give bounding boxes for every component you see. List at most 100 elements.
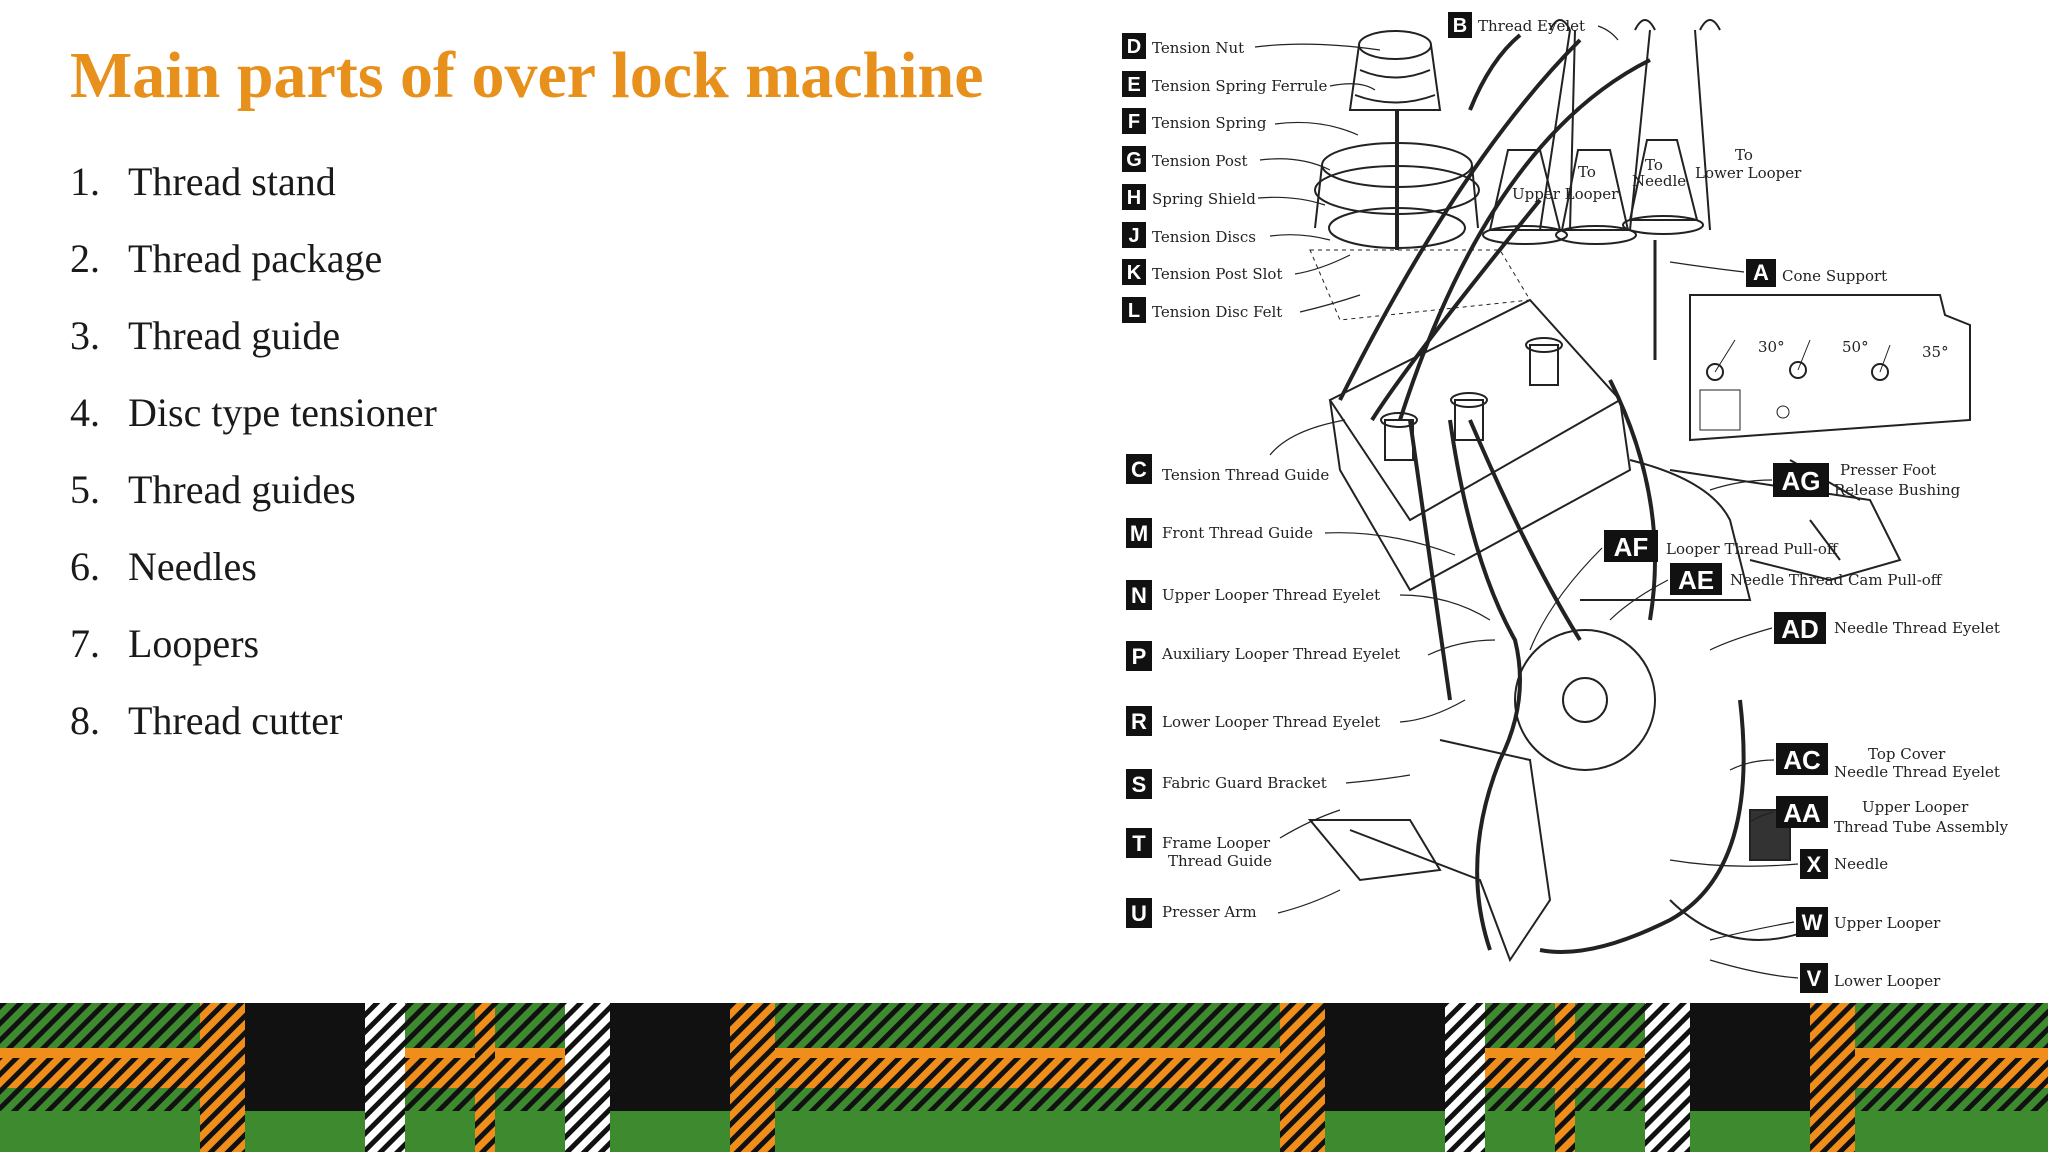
item-number: 5.: [70, 467, 100, 512]
tag-f: [1122, 108, 1146, 134]
tag-k-letter: K: [1127, 262, 1142, 284]
cone-needle: Needle: [1632, 172, 1686, 190]
tag-u: [1126, 898, 1152, 928]
machine-drawing: [1307, 19, 1971, 963]
tag-k: [1122, 259, 1146, 285]
tag-m: [1126, 518, 1152, 548]
item-number: 6.: [70, 544, 100, 589]
tag-ac-letter: AC: [1783, 745, 1821, 775]
label-tension-thread-guide: Tension Thread Guide: [1162, 466, 1329, 484]
tag-aa: [1776, 796, 1828, 828]
tag-w: [1796, 907, 1828, 937]
tag-b-letter: B: [1453, 15, 1467, 37]
item-text: Thread guide: [128, 313, 341, 358]
tag-t: [1126, 828, 1152, 858]
label-upper-looper-thread-eyelet: Upper Looper Thread Eyelet: [1162, 586, 1380, 604]
plaid-footer-band: [0, 1003, 2048, 1152]
label-lower-looper: Lower Looper: [1834, 972, 1941, 990]
tag-j-letter: J: [1128, 225, 1139, 247]
tag-x: [1800, 849, 1828, 879]
label-release-bushing: Release Bushing: [1834, 481, 1961, 499]
item-number: 1.: [70, 159, 100, 204]
item-text: Loopers: [128, 621, 260, 666]
list-item: 7.Loopers: [70, 624, 437, 701]
tag-r-letter: R: [1131, 709, 1147, 734]
tag-g-letter: G: [1126, 149, 1142, 171]
tag-l-letter: L: [1128, 300, 1140, 322]
cone-lower-looper: Lower Looper: [1695, 164, 1802, 182]
label-tension-nut: Tension Nut: [1152, 39, 1244, 57]
tag-v-letter: V: [1807, 966, 1822, 991]
tension-assembly-drawing: [1309, 30, 1531, 321]
tag-n: [1126, 580, 1152, 610]
tag-ac: [1776, 743, 1828, 775]
plaid-pattern: [0, 1003, 2048, 1152]
angle-35: 35°: [1922, 343, 1949, 361]
tag-ae: [1670, 563, 1722, 595]
tag-ad-letter: AD: [1781, 614, 1819, 644]
item-text: Disc type tensioner: [128, 390, 437, 435]
tag-af-letter: AF: [1614, 532, 1649, 562]
label-auxiliary-looper-thread-eyelet: Auxiliary Looper Thread Eyelet: [1161, 645, 1400, 663]
label-tension-spring: Tension Spring: [1152, 114, 1267, 132]
label-needle-thread-cam-pull-off: Needle Thread Cam Pull-off: [1730, 571, 1943, 589]
item-text: Thread cutter: [128, 698, 343, 743]
callouts: D Tension Nut E Tension Spring Ferrule F…: [1122, 12, 2009, 993]
label-thread-tube-assembly: Thread Tube Assembly: [1834, 818, 2009, 836]
label-front-thread-guide: Front Thread Guide: [1162, 524, 1313, 542]
item-number: 2.: [70, 236, 100, 281]
tag-w-letter: W: [1802, 910, 1823, 935]
angle-labels: 30° 50° 35°: [1758, 338, 1949, 361]
tag-t-letter: T: [1132, 831, 1146, 856]
label-needle-thread-eyelet-2: Needle Thread Eyelet: [1834, 763, 2000, 781]
tag-a-letter: A: [1753, 260, 1769, 285]
label-tension-spring-ferrule: Tension Spring Ferrule: [1152, 77, 1327, 95]
list-item: 4.Disc type tensioner: [70, 393, 437, 470]
label-looper-thread-pull-off: Looper Thread Pull-off: [1666, 540, 1839, 558]
list-item: 2.Thread package: [70, 239, 437, 316]
tag-u-letter: U: [1131, 901, 1147, 926]
tag-x-letter: X: [1807, 852, 1822, 877]
tag-h-letter: H: [1127, 187, 1141, 209]
list-item: 5. Thread guides: [70, 470, 437, 547]
tag-v: [1800, 963, 1828, 993]
cone-prefix: To: [1645, 156, 1663, 174]
angle-50: 50°: [1842, 338, 1869, 356]
item-text: Thread stand: [128, 159, 336, 204]
item-text: Needles: [128, 544, 257, 589]
slide-title: Main parts of over lock machine: [70, 39, 984, 112]
label-thread-guide: Thread Guide: [1168, 852, 1272, 870]
leader-lines: [1254, 25, 1799, 979]
tag-e-letter: E: [1127, 74, 1140, 96]
cone-support-panel: [1689, 294, 1971, 442]
tag-af: [1604, 530, 1658, 562]
label-needle-thread-eyelet: Needle Thread Eyelet: [1834, 619, 2000, 637]
list-item: 6. Needles: [70, 547, 437, 624]
item-number: 3.: [70, 313, 100, 358]
tag-aa-letter: AA: [1783, 798, 1821, 828]
tag-s-letter: S: [1132, 772, 1147, 797]
tag-r: [1126, 706, 1152, 736]
tag-p-letter: P: [1132, 644, 1147, 669]
overlock-diagram: 30° 50° 35° To Upper Looper To Needle To…: [1110, 0, 2048, 1003]
label-top-cover: Top Cover: [1868, 745, 1946, 763]
tag-h: [1122, 184, 1146, 210]
label-upper-looper-2: Upper Looper: [1834, 914, 1941, 932]
thread-lines: [1338, 33, 1746, 954]
tag-m-letter: M: [1130, 521, 1148, 546]
label-upper-looper-1: Upper Looper: [1862, 798, 1969, 816]
tag-d-letter: D: [1127, 36, 1141, 58]
item-text: Thread guides: [128, 467, 356, 512]
plaid-vertical-stripes: [200, 1003, 1855, 1152]
parts-list: 1. Thread stand 2.Thread package 3. Thread…: [70, 162, 437, 778]
tag-ae-letter: AE: [1678, 565, 1714, 595]
label-tension-disc-felt: Tension Disc Felt: [1152, 303, 1282, 321]
tag-d: [1122, 33, 1146, 59]
overlock-diagram-svg: 30° 50° 35° To Upper Looper To Needle To…: [1122, 12, 2009, 993]
item-number: 8.: [70, 698, 100, 743]
tag-ad: [1774, 612, 1826, 644]
angle-30: 30°: [1758, 338, 1785, 356]
tag-l: [1122, 297, 1146, 323]
label-presser-foot: Presser Foot: [1840, 461, 1936, 479]
